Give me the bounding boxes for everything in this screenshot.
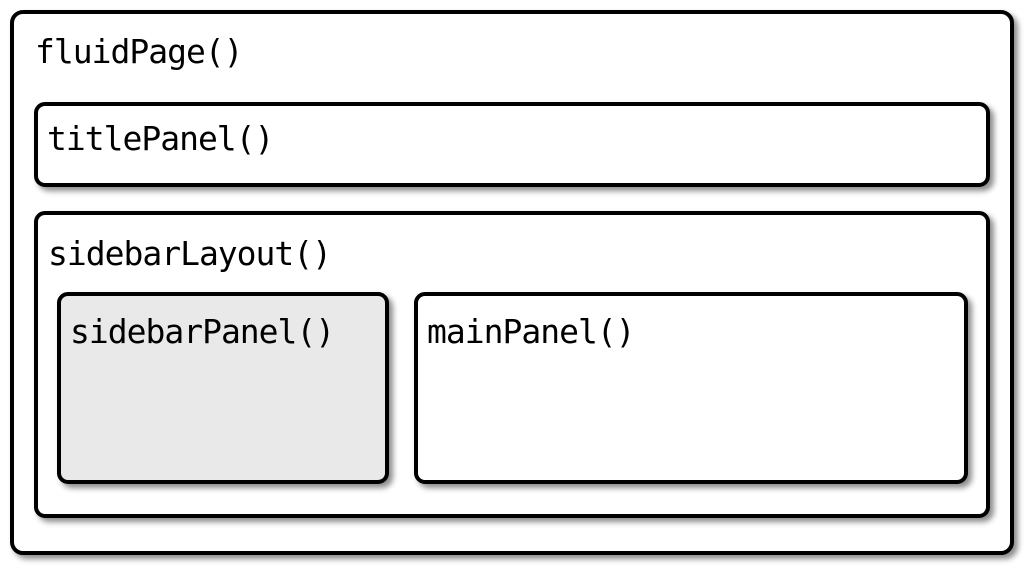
sidebarlayout-box: sidebarLayout() sidebarPanel() mainPanel… xyxy=(34,211,990,518)
sidebarpanel-label: sidebarPanel() xyxy=(70,312,335,351)
mainpanel-box: mainPanel() xyxy=(414,292,968,484)
sidebarlayout-label: sidebarLayout() xyxy=(48,234,332,273)
fluidpage-box: fluidPage() titlePanel() sidebarLayout()… xyxy=(10,10,1014,555)
fluidpage-label: fluidPage() xyxy=(35,32,244,71)
titlepanel-box: titlePanel() xyxy=(34,102,990,187)
titlepanel-label: titlePanel() xyxy=(47,119,274,158)
sidebarpanel-box: sidebarPanel() xyxy=(57,292,389,484)
mainpanel-label: mainPanel() xyxy=(427,312,636,351)
